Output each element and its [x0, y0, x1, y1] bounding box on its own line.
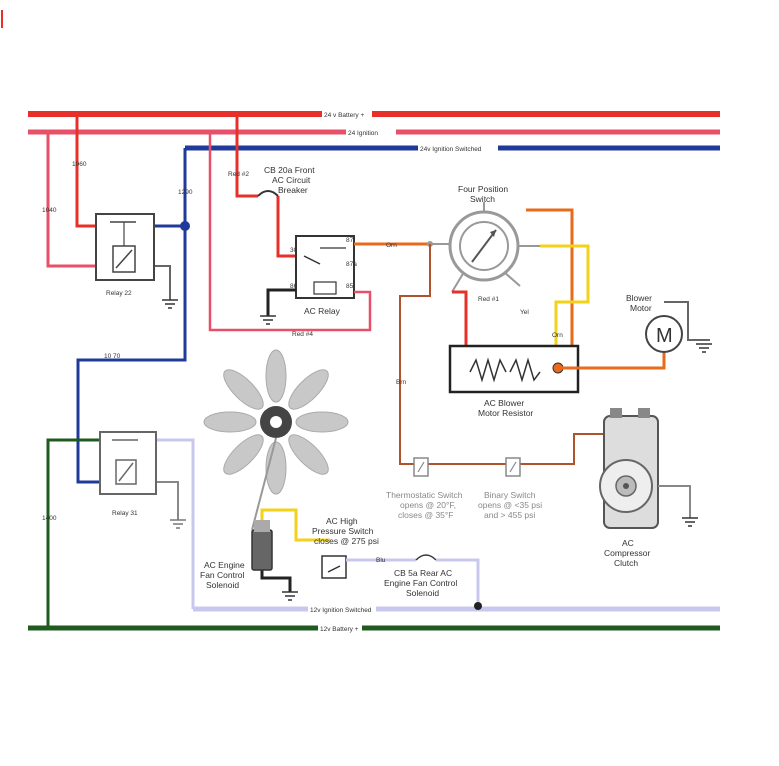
wire-label-1060: 1060 [72, 161, 87, 168]
wire-label-yel: Yel [520, 309, 529, 316]
cb5a-label-3: Solenoid [406, 588, 439, 598]
bus-label-ignition-switched-12v: 12v Ignition Switched [310, 607, 372, 614]
blower-motor: M [645, 315, 683, 353]
fan-icon [203, 349, 349, 495]
relay31-wiring [46, 226, 195, 628]
ground-icon [170, 519, 186, 529]
ac-relay-label: AC Relay [304, 306, 341, 316]
thermostatic-switch [413, 457, 429, 477]
breaker-label-1: CB 20a Front [264, 165, 315, 175]
wire-label-1290: 1290 [178, 189, 193, 196]
bus-label-ignition-switched-24v: 24v Ignition Switched [420, 146, 482, 153]
bus-label-battery-24v: 24 v Battery + [324, 112, 364, 119]
binary-label-3: and > 455 psi [484, 510, 535, 520]
four-position-label-1: Four Position [458, 184, 508, 194]
fan-solenoid-label-3: Solenoid [206, 580, 239, 590]
relay22-box [95, 213, 155, 281]
ac-relay-wiring [208, 132, 430, 332]
wire-label-red1: Red #1 [478, 296, 499, 303]
high-pressure-label-2: Pressure Switch [312, 526, 374, 536]
breaker-wiring [235, 114, 300, 258]
relay-pin-86: 86 [290, 283, 298, 290]
wire-label-red2: Red #2 [228, 171, 249, 178]
compressor-label-1: AC [622, 538, 634, 548]
wire-label-brn: Brn [396, 379, 407, 386]
blower-label-2: Motor [630, 303, 652, 313]
fan-solenoid-wiring [251, 437, 330, 592]
compressor-ground-wiring [658, 485, 691, 518]
fan-solenoid [251, 520, 273, 571]
binary-label-2: opens @ <35 psi [478, 500, 542, 510]
resistor-label-1: AC Blower [484, 398, 524, 408]
four-position-switch [427, 202, 540, 293]
fan-solenoid-label-2: Fan Control [200, 570, 245, 580]
relay-pin-87: 87 [346, 237, 354, 244]
relay22-label: Relay 22 [106, 290, 132, 297]
compressor-label-2: Compressor [604, 548, 650, 558]
wire-label-blu: Blu [376, 557, 386, 564]
compressor-label-3: Clutch [614, 558, 638, 568]
high-pressure-label-3: closes @ 275 psi [314, 536, 379, 546]
relay-pin-85: 85 [346, 283, 354, 290]
thermostatic-label-1: Thermostatic Switch [386, 490, 463, 500]
ground-icon [682, 517, 698, 527]
ac-relay-box [295, 235, 355, 299]
breaker-label-3: Breaker [278, 185, 308, 195]
wire-label-red4: Red #4 [292, 331, 313, 338]
blower-label-1: Blower [626, 293, 652, 303]
bus-label-ignition-24v: 24 Ignition [348, 130, 378, 137]
binary-label-1: Binary Switch [484, 490, 536, 500]
high-pressure-label-1: AC High [326, 516, 358, 526]
cb5a-label-2: Engine Fan Control [384, 578, 457, 588]
thermostatic-label-3: closes @ 35°F [398, 510, 454, 520]
binary-switch [505, 457, 521, 477]
wire-label-1040: 1040 [42, 207, 57, 214]
resistor-label-2: Motor Resistor [478, 408, 533, 418]
wire-label-orn-top: Orn [386, 242, 397, 249]
cb5a-wiring [346, 554, 480, 609]
breaker-label-2: AC Circuit [272, 175, 311, 185]
switch-chain-wiring [428, 433, 604, 465]
bus-label-battery-12v: 12v Battery + [320, 626, 359, 633]
wire-label-1070: 10 70 [104, 353, 121, 360]
relay31-label: Relay 31 [112, 510, 138, 517]
high-pressure-switch [321, 555, 347, 579]
switch-wiring [399, 208, 590, 465]
ac-compressor [599, 408, 659, 529]
ground-icon [282, 591, 298, 601]
relay-pin-87a: 87a [346, 261, 357, 268]
relay-pin-30: 30 [290, 247, 298, 254]
ground-icon [260, 315, 276, 325]
thermostatic-label-2: opens @ 20°F, [400, 500, 456, 510]
blower-wiring [558, 301, 710, 370]
relay31-box [99, 431, 157, 495]
four-position-label-2: Switch [470, 194, 495, 204]
fan-solenoid-label-1: AC Engine [204, 560, 245, 570]
cb5a-label-1: CB 5a Rear AC [394, 568, 452, 578]
blower-resistor [448, 344, 580, 394]
ground-icon [696, 343, 712, 353]
splice-node [474, 602, 482, 610]
ground-icon [162, 299, 178, 309]
wire-label-orn-blower: Orn [552, 332, 563, 339]
motor-symbol: M [656, 325, 673, 347]
wire-label-1400: 1400 [42, 515, 57, 522]
